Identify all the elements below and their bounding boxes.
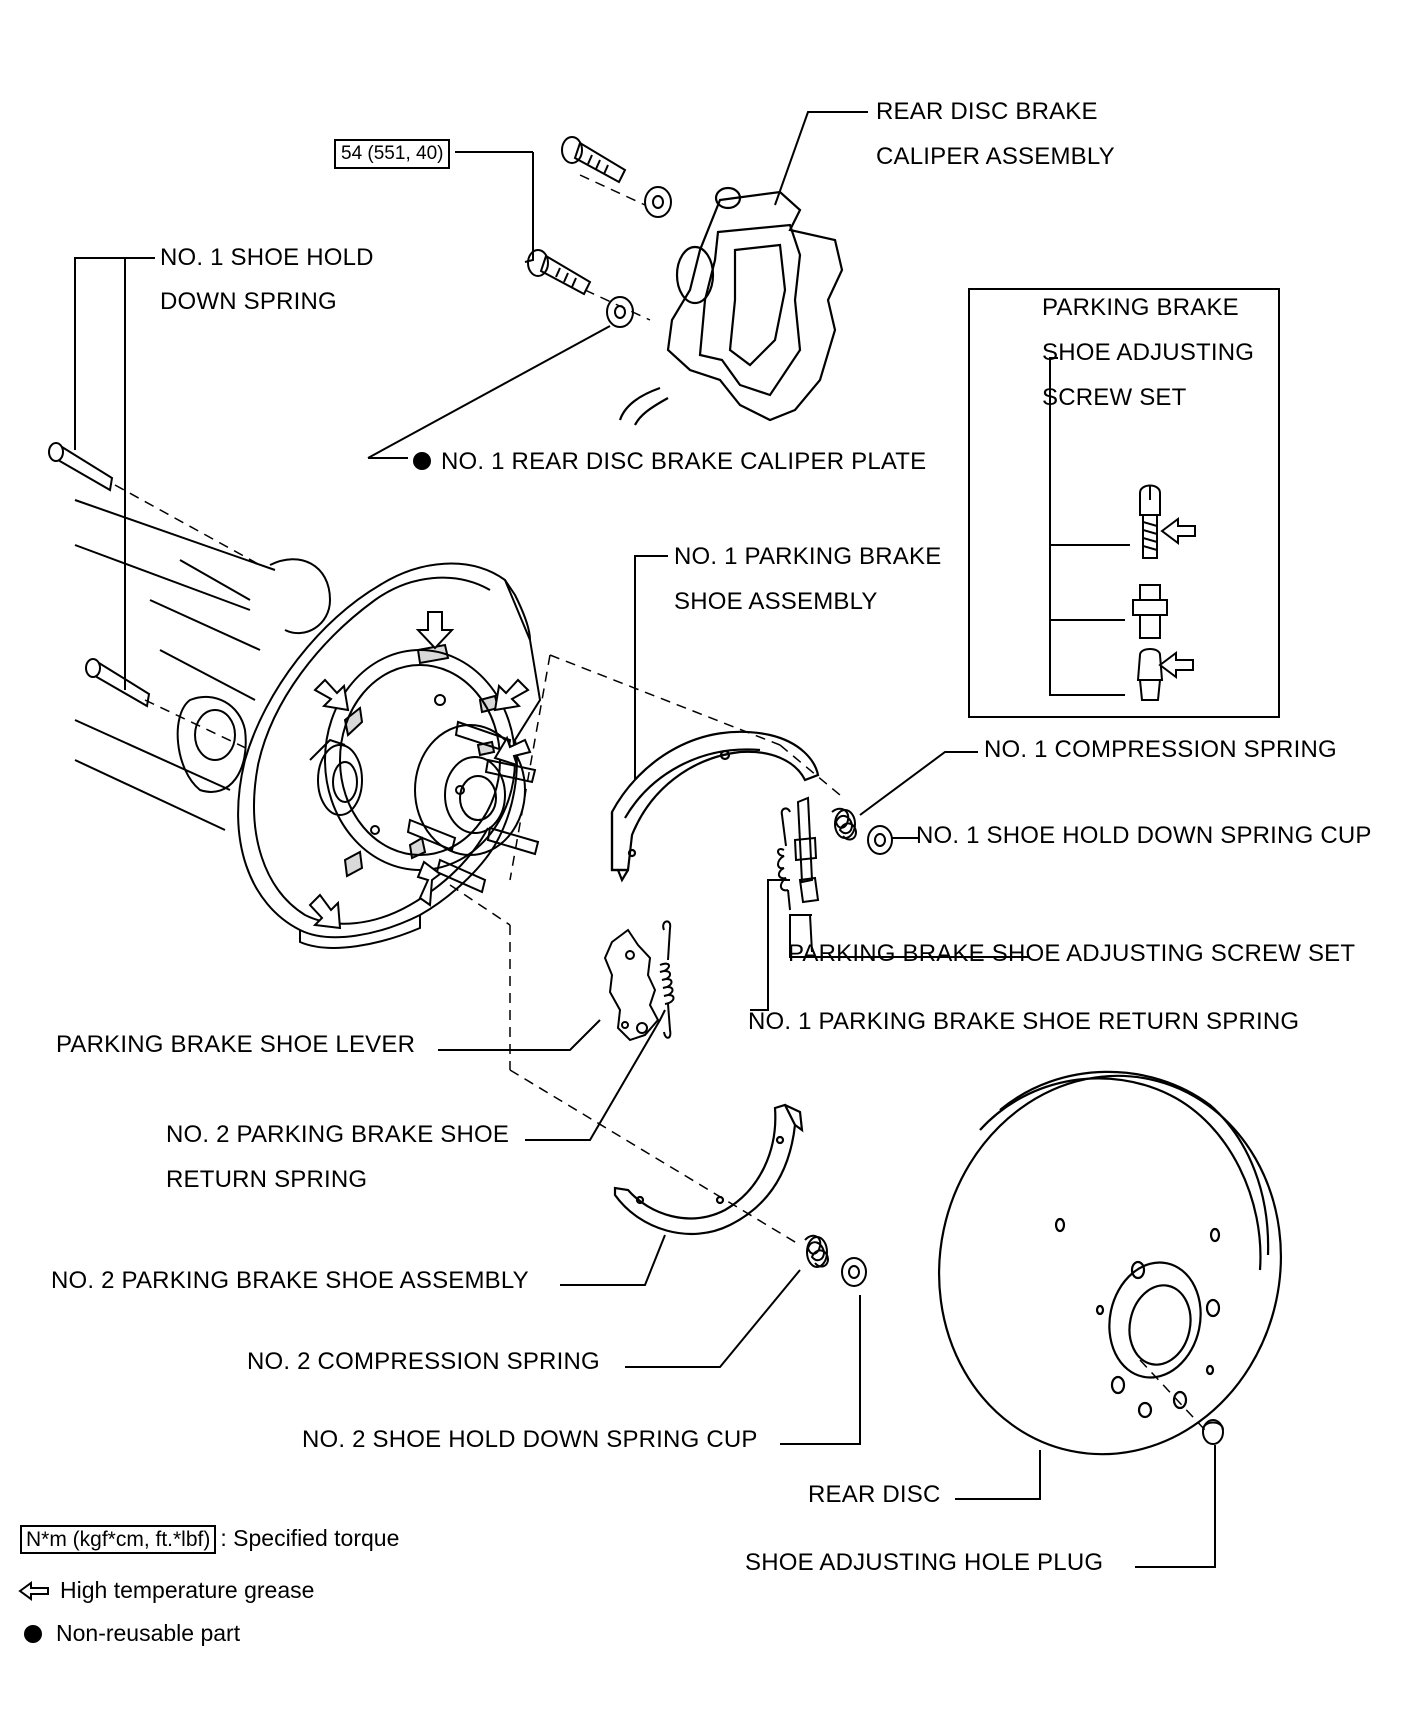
- hold-down-pins: [48, 442, 151, 708]
- label-shoe1-2: SHOE ASSEMBLY: [674, 588, 878, 615]
- legend-grease-text: High temperature grease: [60, 1577, 315, 1603]
- label-hold-spring1-1: NO. 1 SHOE HOLD: [160, 244, 374, 271]
- label-caliper-assembly-1: REAR DISC BRAKE: [876, 98, 1098, 125]
- label-inset-1: PARKING BRAKE: [1042, 294, 1239, 321]
- shoe-no1: [610, 730, 820, 883]
- legend-nonreusable-text: Non-reusable part: [56, 1620, 241, 1646]
- label-adj-screw-set: PARKING BRAKE SHOE ADJUSTING SCREW SET: [788, 940, 1356, 967]
- comp-spring-2: [804, 1234, 830, 1268]
- legend-grease: High temperature grease: [18, 1576, 314, 1604]
- cup-2: [841, 1257, 867, 1287]
- label-inset-3: SCREW SET: [1042, 384, 1187, 411]
- comp-spring-1: [831, 807, 858, 841]
- grease-arrow-icon: [18, 1581, 49, 1601]
- label-rear-disc: REAR DISC: [808, 1481, 941, 1508]
- grease-arrows-backing-plate: [308, 611, 532, 930]
- alignment-dashes: [114, 174, 1206, 1431]
- caliper-body: [618, 186, 844, 426]
- inset-parts: [1049, 357, 1196, 701]
- label-caliper-assembly-2: CALIPER ASSEMBLY: [876, 143, 1115, 170]
- leader-lines: [74, 111, 1216, 1568]
- legend-torque: N*m (kgf*cm, ft.*lbf): Specified torque: [20, 1524, 399, 1554]
- cup-1: [867, 825, 893, 855]
- label-hole-plug: SHOE ADJUSTING HOLE PLUG: [745, 1549, 1104, 1576]
- torque-spec-box: 54 (551, 40): [334, 139, 451, 169]
- shoe-no2: [613, 1103, 804, 1235]
- nonreusable-dot-caliper-plate: [413, 452, 431, 470]
- caliper-bolts: [527, 136, 672, 328]
- label-inset-2: SHOE ADJUSTING: [1042, 339, 1255, 366]
- label-hold-spring1-2: DOWN SPRING: [160, 288, 337, 315]
- label-return-spring2-1: NO. 2 PARKING BRAKE SHOE: [166, 1121, 510, 1148]
- label-cup1: NO. 1 SHOE HOLD DOWN SPRING CUP: [916, 822, 1372, 849]
- label-comp-spring2: NO. 2 COMPRESSION SPRING: [247, 1348, 600, 1375]
- label-return-spring2-2: RETURN SPRING: [166, 1166, 368, 1193]
- adjuster-assembled: [777, 796, 820, 911]
- label-shoe-lever: PARKING BRAKE SHOE LEVER: [56, 1031, 416, 1058]
- legend-nonreusable: Non-reusable part: [24, 1619, 240, 1647]
- return-spring-2: [659, 920, 675, 1039]
- shoe-lever: [603, 928, 660, 1042]
- axle-and-backing-plate: [74, 499, 542, 949]
- legend-torque-text: : Specified torque: [220, 1525, 400, 1551]
- nonreusable-dot-icon: [24, 1625, 42, 1643]
- label-return-spring1: NO. 1 PARKING BRAKE SHOE RETURN SPRING: [748, 1008, 1300, 1035]
- rear-disc: [937, 1070, 1283, 1456]
- hole-plug: [1202, 1419, 1224, 1445]
- label-shoe2: NO. 2 PARKING BRAKE SHOE ASSEMBLY: [51, 1267, 529, 1294]
- label-comp-spring1: NO. 1 COMPRESSION SPRING: [984, 736, 1337, 763]
- label-cup2: NO. 2 SHOE HOLD DOWN SPRING CUP: [302, 1426, 758, 1453]
- label-shoe1-1: NO. 1 PARKING BRAKE: [674, 543, 942, 570]
- inset-box-adjusting-screw-set: [968, 288, 1280, 718]
- label-caliper-plate: NO. 1 REAR DISC BRAKE CALIPER PLATE: [441, 448, 927, 475]
- legend-torque-box: N*m (kgf*cm, ft.*lbf): [20, 1525, 217, 1554]
